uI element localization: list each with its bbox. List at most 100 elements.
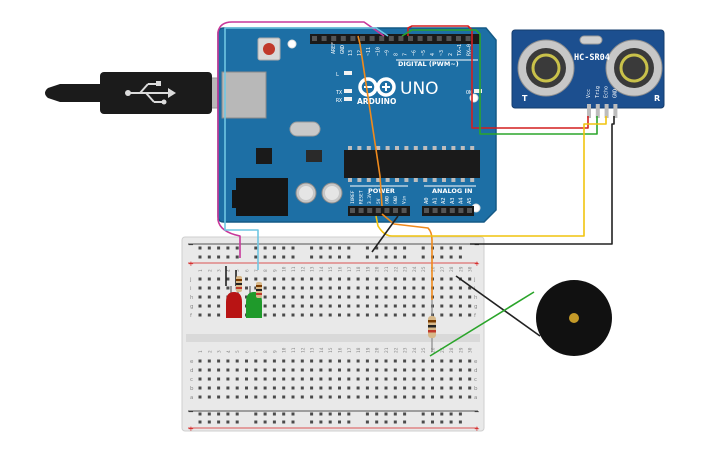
analog-pin[interactable] bbox=[449, 208, 455, 213]
breadboard-hole[interactable] bbox=[328, 313, 332, 317]
breadboard-hole[interactable] bbox=[365, 313, 369, 317]
breadboard-hole[interactable] bbox=[263, 295, 267, 299]
rail-hole[interactable] bbox=[235, 420, 239, 424]
rail-hole[interactable] bbox=[421, 420, 425, 424]
breadboard-hole[interactable] bbox=[310, 386, 314, 390]
breadboard-hole[interactable] bbox=[431, 377, 434, 381]
rail-hole[interactable] bbox=[365, 255, 369, 259]
breadboard-hole[interactable] bbox=[365, 395, 369, 399]
breadboard-hole[interactable] bbox=[384, 277, 388, 281]
rail-hole[interactable] bbox=[319, 255, 323, 259]
rail-hole[interactable] bbox=[254, 412, 258, 416]
breadboard-hole[interactable] bbox=[300, 368, 304, 372]
breadboard-hole[interactable] bbox=[347, 313, 351, 317]
breadboard-hole[interactable] bbox=[207, 386, 211, 390]
rail-hole[interactable] bbox=[319, 412, 323, 416]
breadboard-hole[interactable] bbox=[338, 277, 341, 281]
breadboard-hole[interactable] bbox=[338, 295, 341, 299]
breadboard-hole[interactable] bbox=[272, 377, 276, 381]
rail-hole[interactable] bbox=[393, 420, 397, 424]
rail-hole[interactable] bbox=[291, 420, 295, 424]
rail-hole[interactable] bbox=[310, 255, 314, 259]
breadboard-hole[interactable] bbox=[365, 377, 369, 381]
breadboard-hole[interactable] bbox=[235, 368, 239, 372]
breadboard-hole[interactable] bbox=[440, 368, 444, 372]
rail-hole[interactable] bbox=[263, 246, 267, 250]
breadboard-hole[interactable] bbox=[449, 377, 453, 381]
breadboard-hole[interactable] bbox=[300, 295, 304, 299]
header-pin[interactable] bbox=[465, 36, 471, 41]
breadboard-hole[interactable] bbox=[458, 377, 462, 381]
breadboard-hole[interactable] bbox=[440, 377, 444, 381]
breadboard-hole[interactable] bbox=[468, 277, 472, 281]
breadboard-hole[interactable] bbox=[403, 277, 407, 281]
breadboard-hole[interactable] bbox=[217, 368, 221, 372]
rail-hole[interactable] bbox=[458, 412, 462, 416]
breadboard-hole[interactable] bbox=[338, 359, 341, 363]
breadboard-hole[interactable] bbox=[356, 395, 360, 399]
breadboard-hole[interactable] bbox=[458, 386, 462, 390]
breadboard-hole[interactable] bbox=[412, 295, 416, 299]
rail-hole[interactable] bbox=[291, 246, 295, 250]
rail-hole[interactable] bbox=[375, 420, 379, 424]
breadboard-hole[interactable] bbox=[207, 286, 211, 290]
breadboard-hole[interactable] bbox=[263, 277, 267, 281]
led-resistor-2[interactable] bbox=[256, 282, 262, 298]
rail-hole[interactable] bbox=[291, 412, 295, 416]
analog-pin[interactable] bbox=[467, 208, 472, 213]
breadboard-hole[interactable] bbox=[412, 377, 416, 381]
breadboard-hole[interactable] bbox=[291, 368, 295, 372]
breadboard-hole[interactable] bbox=[365, 304, 369, 308]
breadboard-hole[interactable] bbox=[412, 286, 416, 290]
header-pin[interactable] bbox=[350, 36, 356, 41]
breadboard-hole[interactable] bbox=[431, 386, 434, 390]
breadboard-hole[interactable] bbox=[235, 395, 239, 399]
rail-hole[interactable] bbox=[403, 420, 407, 424]
breadboard-hole[interactable] bbox=[449, 386, 453, 390]
breadboard-hole[interactable] bbox=[338, 286, 341, 290]
breadboard-hole[interactable] bbox=[328, 304, 332, 308]
breadboard-hole[interactable] bbox=[403, 386, 407, 390]
rail-hole[interactable] bbox=[310, 412, 314, 416]
rail-hole[interactable] bbox=[431, 412, 434, 416]
breadboard-hole[interactable] bbox=[365, 368, 369, 372]
rail-hole[interactable] bbox=[217, 246, 221, 250]
breadboard-hole[interactable] bbox=[328, 368, 332, 372]
breadboard-hole[interactable] bbox=[449, 359, 453, 363]
breadboard-hole[interactable] bbox=[365, 359, 369, 363]
breadboard-hole[interactable] bbox=[421, 304, 425, 308]
breadboard-hole[interactable] bbox=[412, 304, 416, 308]
rail-hole[interactable] bbox=[449, 246, 453, 250]
breadboard-hole[interactable] bbox=[272, 295, 276, 299]
breadboard-hole[interactable] bbox=[272, 359, 276, 363]
breadboard-hole[interactable] bbox=[319, 277, 323, 281]
power-pin[interactable] bbox=[401, 208, 407, 213]
breadboard-hole[interactable] bbox=[449, 277, 453, 281]
breadboard-hole[interactable] bbox=[356, 368, 360, 372]
rail-hole[interactable] bbox=[421, 255, 425, 259]
breadboard-hole[interactable] bbox=[217, 386, 221, 390]
header-pin[interactable] bbox=[456, 36, 461, 41]
breadboard-hole[interactable] bbox=[207, 295, 211, 299]
breadboard-hole[interactable] bbox=[384, 295, 388, 299]
breadboard-hole[interactable] bbox=[291, 295, 295, 299]
breadboard-hole[interactable] bbox=[421, 377, 425, 381]
breadboard-hole[interactable] bbox=[384, 386, 388, 390]
rail-hole[interactable] bbox=[449, 255, 453, 259]
breadboard-hole[interactable] bbox=[235, 377, 239, 381]
power-pin[interactable] bbox=[367, 208, 373, 213]
breadboard-hole[interactable] bbox=[393, 286, 397, 290]
breadboard-hole[interactable] bbox=[468, 286, 472, 290]
breadboard-hole[interactable] bbox=[310, 295, 314, 299]
breadboard-hole[interactable] bbox=[198, 359, 202, 363]
header-pin[interactable] bbox=[340, 36, 346, 41]
header-pin[interactable] bbox=[379, 36, 385, 41]
breadboard-hole[interactable] bbox=[403, 359, 407, 363]
rail-hole[interactable] bbox=[365, 246, 369, 250]
breadboard-hole[interactable] bbox=[198, 295, 202, 299]
rail-hole[interactable] bbox=[328, 412, 332, 416]
breadboard-hole[interactable] bbox=[328, 395, 332, 399]
breadboard-hole[interactable] bbox=[310, 313, 314, 317]
breadboard-hole[interactable] bbox=[226, 377, 230, 381]
breadboard-hole[interactable] bbox=[282, 377, 286, 381]
